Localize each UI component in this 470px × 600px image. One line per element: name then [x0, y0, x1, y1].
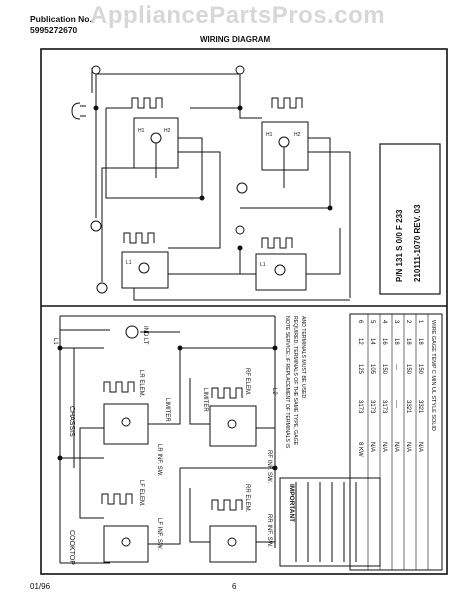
table-cell: N/A: [417, 442, 423, 452]
table-cell: 1: [417, 320, 423, 324]
limiter-rf-label: LIMITER: [202, 388, 208, 412]
table-cell: N/A: [393, 442, 399, 452]
table-cell: 18: [405, 338, 411, 345]
rr-elem-label: RR ELEM.: [244, 484, 250, 513]
table-cell: 125: [357, 364, 363, 375]
svg-text:H1: H1: [138, 128, 145, 134]
table-cell: 150: [405, 364, 411, 375]
service-note-line: NOTE SERVICE: IF REPLACEMENT OF TERMINAL…: [284, 316, 290, 449]
table-cell: 4: [381, 320, 387, 324]
rf-switch-box: [209, 405, 257, 447]
heating-element-coil: [271, 97, 303, 109]
service-note: NOTE SERVICE: IF REPLACEMENT OF TERMINAL…: [284, 316, 306, 449]
lr-elem-label: LR ELEM.: [138, 370, 144, 398]
chassis-label: CHASSIS: [68, 406, 75, 437]
diagram-border: [40, 48, 448, 575]
lr-infsw-label: LR INF. SW.: [156, 444, 162, 477]
part-number-line1: P/N 131 S 0/0 F 233: [395, 209, 404, 282]
svg-text:H1: H1: [266, 132, 273, 138]
table-cell: 3321: [417, 400, 423, 414]
table-cell: 3173: [369, 400, 375, 414]
table-cell: 6: [357, 320, 363, 324]
table-cell: 105: [369, 364, 375, 375]
rr-switch-box: [209, 525, 257, 563]
part-number-box: P/N 131 S 0/0 F 233 210111-1070 REV. 03: [379, 143, 441, 295]
cooktop-label: COOKTOP: [68, 530, 75, 565]
watermark: AppliancePartsPros.com: [90, 2, 386, 29]
lr-element-coil: [103, 381, 135, 393]
heating-element-coil: [261, 237, 293, 249]
table-cell: 5: [369, 320, 375, 324]
part-number-line2: 210111-1070 REV. 03: [413, 204, 422, 282]
table-cell: ----: [393, 400, 399, 408]
svg-text:H2: H2: [164, 128, 171, 134]
lf-elem-label: LF ELEM.: [138, 480, 144, 507]
table-cell: N/A: [381, 442, 387, 452]
limiter-lr-label: LIMITER: [164, 398, 170, 422]
table-cell: 3321: [405, 400, 411, 414]
heating-element-coil: [131, 97, 163, 109]
table-cell: ---: [393, 364, 399, 370]
table-cell: 150: [381, 364, 387, 375]
footer-date: 01/96: [30, 582, 51, 591]
footer-page-number: 6: [232, 582, 237, 591]
table-cell: 150: [417, 364, 423, 375]
table-cell: 18: [417, 338, 423, 345]
table-cell: 18: [393, 338, 399, 345]
table-cell: 14: [369, 338, 375, 345]
table-cell: 12: [357, 338, 363, 345]
lead-l1-label: L1: [52, 338, 58, 345]
table-cell: 3: [393, 320, 399, 324]
important-heading: IMPORTANT: [288, 484, 295, 522]
publication-label: Publication No.: [30, 14, 92, 24]
terminal-circle: [96, 282, 108, 294]
table-cell: 3173: [381, 400, 387, 414]
plug-symbol: [71, 68, 93, 120]
lf-infsw-label: LF INF. SW.: [156, 518, 162, 550]
bottom-section: [57, 315, 381, 567]
table-footer: WIRE GAGE TEMP C MIN UL STYLE SOLID: [430, 320, 436, 431]
rf-elem-label: RF ELEM.: [244, 368, 250, 396]
table-cell: 16: [381, 338, 387, 345]
terminal-circle: [236, 182, 248, 194]
svg-text:L1: L1: [260, 262, 266, 268]
lf-element-coil: [101, 493, 133, 505]
heating-element-coil: [123, 232, 155, 244]
terminal-circle: [235, 65, 245, 75]
service-note-line: AND TERMINALS MUST BE USED.: [300, 316, 306, 400]
terminal-circle: [91, 65, 101, 75]
indicator-light: [125, 325, 139, 339]
lf-switch-box: [103, 525, 149, 563]
infinite-switch-box: [261, 121, 309, 171]
infinite-switch-box: [121, 251, 169, 289]
terminal-circle: [235, 225, 245, 235]
table-cell: 3173: [357, 400, 363, 414]
rr-element-coil: [211, 499, 243, 511]
table-cell: N/A: [369, 442, 375, 452]
lead-l2-label: L2: [271, 388, 277, 395]
diagram-title: WIRING DIAGRAM: [200, 35, 271, 44]
table-cell: N/A: [405, 442, 411, 452]
publication-number: 5995272670: [30, 25, 78, 35]
rf-element-coil: [211, 387, 243, 399]
rf-infsw-label: RF INF. SW.: [266, 450, 272, 483]
svg-text:L1: L1: [126, 260, 132, 266]
rr-infsw-label: RR INF. SW.: [266, 514, 272, 548]
svg-text:H2: H2: [294, 132, 301, 138]
service-note-line: REQUIRED, TERMINALS OF THE SAME TYPE, GA…: [292, 316, 298, 446]
table-cell: 2: [405, 320, 411, 324]
table-cell: 8 KW: [357, 442, 363, 457]
terminal-circle: [90, 220, 102, 232]
lr-switch-box: [103, 403, 149, 445]
indicator-label: IND LT: [142, 326, 148, 345]
infinite-switch-box: [255, 253, 307, 291]
